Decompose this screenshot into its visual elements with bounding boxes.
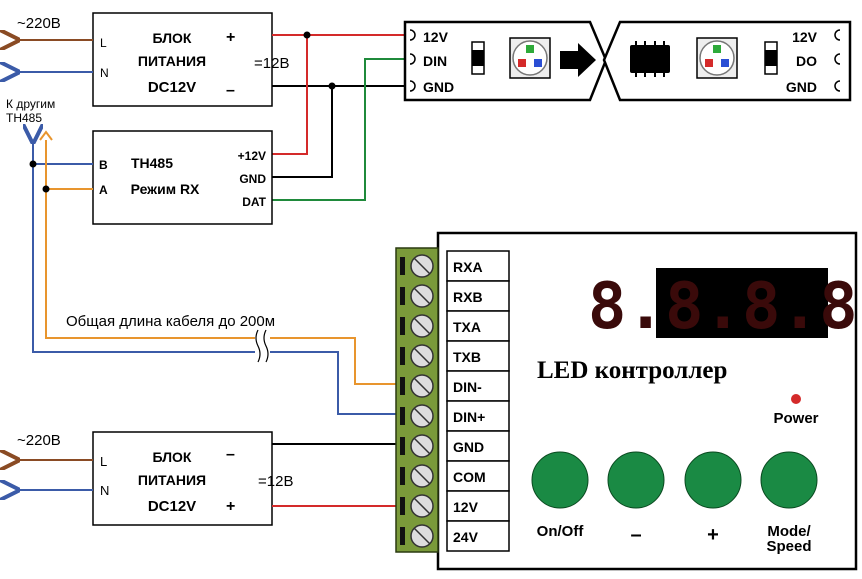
terminal-dinplus: DIN+ bbox=[400, 400, 510, 432]
th485-pin-gnd: GND bbox=[239, 172, 266, 186]
th485-pin-dat: DAT bbox=[242, 195, 266, 209]
psu-bottom-plus: + bbox=[226, 498, 235, 515]
other-note-line1: К другим bbox=[6, 97, 55, 111]
terminal-label: 24V bbox=[453, 529, 479, 545]
terminal-rxb: RXB bbox=[400, 280, 510, 312]
arrow-right-icon bbox=[560, 43, 596, 77]
terminal-list: RXA RXB TXA TXB DIN- DIN+ GND COM 12V 24V bbox=[400, 250, 510, 552]
psu-bottom: L N БЛОК ПИТАНИЯ DC12V – + bbox=[92, 431, 273, 526]
th485-line2: Режим RX bbox=[131, 181, 200, 197]
psu-bottom-l: L bbox=[100, 454, 107, 469]
psu-top-plus: + bbox=[226, 29, 235, 46]
th485-line1: TH485 bbox=[131, 155, 173, 171]
button-label: + bbox=[707, 524, 719, 546]
wire-b bbox=[32, 163, 255, 353]
round-button[interactable] bbox=[607, 451, 665, 509]
wire-dat bbox=[272, 58, 410, 201]
strip-in-din: DIN bbox=[423, 53, 447, 69]
th485-a: A bbox=[99, 183, 108, 197]
psu-top-minus: – bbox=[226, 82, 235, 99]
strip-in-gnd: GND bbox=[423, 79, 454, 95]
ic-chip-icon bbox=[630, 41, 670, 77]
terminal-com: COM bbox=[400, 460, 510, 492]
strip-in-12v: 12V bbox=[423, 29, 449, 45]
th485-pin-12v: +12V bbox=[238, 149, 266, 163]
controller-button-1[interactable]: – bbox=[607, 451, 665, 546]
controller-title: LED контроллер bbox=[537, 357, 727, 384]
psu-bottom-line3: DC12V bbox=[148, 498, 196, 515]
psu-top-line1: БЛОК bbox=[153, 30, 192, 46]
terminal-gnd: GND bbox=[400, 430, 510, 462]
terminal-label: TXB bbox=[453, 349, 481, 365]
controller-buttons: On/Off – + Mode/ bbox=[531, 451, 818, 546]
terminal-txb: TXB bbox=[400, 340, 510, 372]
terminal-label: GND bbox=[453, 439, 484, 455]
terminal-12v: 12V bbox=[400, 490, 510, 522]
terminal-label: DIN- bbox=[453, 379, 482, 395]
psu-top-l: L bbox=[100, 36, 107, 50]
cable-break-icon bbox=[255, 329, 269, 363]
round-button[interactable] bbox=[684, 451, 742, 509]
rgb-led-icon-2 bbox=[696, 37, 738, 79]
psu-top-n: N bbox=[100, 66, 109, 80]
strip-out-do: DO bbox=[796, 53, 817, 69]
strip-out-12v: 12V bbox=[792, 29, 818, 45]
round-button[interactable] bbox=[760, 451, 818, 509]
psu-bottom-n: N bbox=[100, 483, 109, 498]
terminal-24v: 24V bbox=[400, 520, 510, 552]
psu-top-line3: DC12V bbox=[148, 79, 196, 96]
controller-button-2[interactable]: + bbox=[684, 451, 742, 546]
terminal-label: TXA bbox=[453, 319, 481, 335]
display-digits: 8.8.8.8. bbox=[588, 270, 862, 344]
terminal-label: 12V bbox=[453, 499, 479, 515]
led-strip: 12V DIN GND 12V DO GND bbox=[403, 20, 852, 102]
wire-din-minus bbox=[270, 337, 420, 385]
terminal-label: RXA bbox=[453, 259, 483, 275]
terminal-label: RXB bbox=[453, 289, 483, 305]
junction-1 bbox=[303, 31, 311, 39]
terminal-label: DIN+ bbox=[453, 409, 485, 425]
mains-bottom-label: ~220В bbox=[17, 432, 61, 449]
mains-top-label: ~220В bbox=[17, 15, 61, 32]
terminal-label: COM bbox=[453, 469, 486, 485]
th485-module: B A TH485 Режим RX +12V GND DAT bbox=[92, 130, 273, 225]
junction-2 bbox=[328, 82, 336, 90]
wire-gnd-th485 bbox=[272, 86, 333, 178]
cable-note: Общая длина кабеля до 200м bbox=[66, 313, 275, 330]
th485-b: B bbox=[99, 158, 108, 172]
psu-top: L N БЛОК ПИТАНИЯ DC12V + – bbox=[92, 12, 273, 107]
psu-bottom-line2: ПИТАНИЯ bbox=[138, 472, 206, 488]
rgb-led-icon-1 bbox=[509, 37, 551, 79]
power-label: Power bbox=[773, 410, 818, 427]
button-label: Mode/ bbox=[767, 523, 811, 540]
wire-a bbox=[45, 188, 255, 339]
seven-seg-display bbox=[656, 268, 828, 338]
wire-din-plus bbox=[270, 351, 420, 415]
button-mode-label-2: Speed bbox=[766, 538, 811, 555]
button-label: On/Off bbox=[537, 523, 585, 540]
wire-12v-th485 bbox=[272, 35, 308, 155]
round-button[interactable] bbox=[531, 451, 589, 509]
psu-bottom-minus: – bbox=[226, 446, 235, 463]
terminal-dinminus: DIN- bbox=[400, 370, 510, 402]
button-label: – bbox=[630, 524, 641, 546]
psu-bottom-voltage: =12В bbox=[258, 473, 293, 490]
psu-top-voltage: =12В bbox=[254, 55, 289, 72]
other-note-line2: TH485 bbox=[6, 111, 42, 125]
psu-top-line2: ПИТАНИЯ bbox=[138, 53, 206, 69]
controller-button-0[interactable]: On/Off bbox=[531, 451, 589, 540]
power-led-icon bbox=[791, 394, 801, 404]
controller-button-3[interactable]: Mode/ bbox=[760, 451, 818, 540]
strip-out-gnd: GND bbox=[786, 79, 817, 95]
psu-bottom-line1: БЛОК bbox=[153, 449, 192, 465]
terminal-txa: TXA bbox=[400, 310, 510, 342]
